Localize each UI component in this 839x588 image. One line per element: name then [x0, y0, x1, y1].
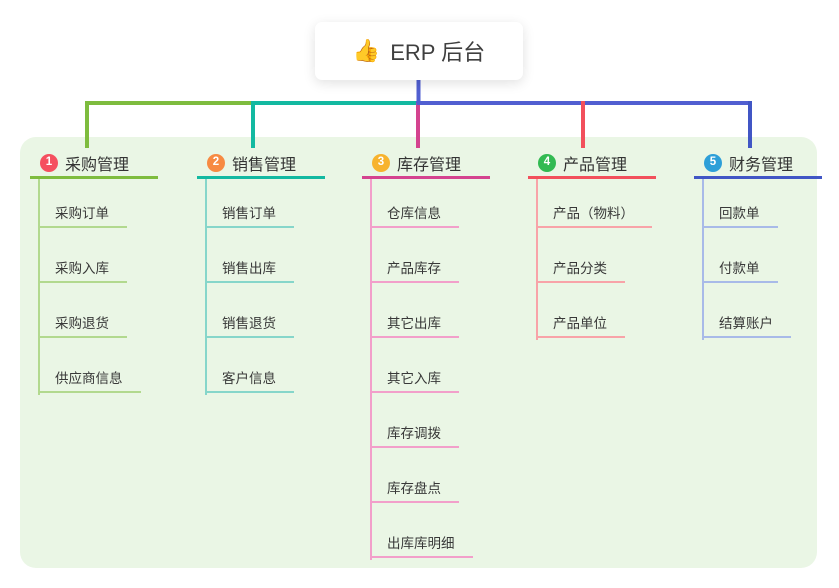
child-node-label: 产品单位 [553, 316, 607, 331]
child-node-label: 产品库存 [387, 261, 441, 276]
branch-trunk-line [536, 179, 538, 340]
child-node-label: 库存盘点 [387, 481, 441, 496]
branch-children-4: 产品（物料） 产品分类产品单位 [536, 173, 652, 338]
child-node[interactable]: 产品（物料） [536, 173, 652, 228]
child-node[interactable]: 仓库信息 [370, 173, 459, 228]
branch-children-1: 采购订单采购入库采购退货供应商信息 [38, 173, 141, 393]
branch-children-5: 回款单付款单结算账户 [702, 173, 791, 338]
child-node[interactable]: 销售出库 [205, 228, 294, 283]
branch-children-3: 仓库信息产品库存其它出库其它入库库存调拨库存盘点出库库明细 [370, 173, 473, 558]
child-node[interactable]: 库存盘点 [370, 448, 459, 503]
branch-trunk-line [205, 179, 207, 395]
thumbs-up-icon: 👍 [352, 38, 381, 63]
child-node[interactable]: 回款单 [702, 173, 778, 228]
child-node-label: 销售订单 [222, 206, 276, 221]
branch-label: 采购管理 [65, 156, 130, 174]
child-node-label: 库存调拨 [387, 426, 441, 441]
branch-node-5[interactable]: 5 财务管理 [694, 149, 822, 179]
child-node-label: 销售退货 [222, 316, 276, 331]
child-node[interactable]: 采购入库 [38, 228, 127, 283]
branch-trunk-line [370, 179, 372, 560]
child-node[interactable]: 采购退货 [38, 283, 127, 338]
child-node[interactable]: 产品单位 [536, 283, 625, 338]
child-node-label: 回款单 [719, 206, 760, 221]
branch-label: 财务管理 [729, 156, 794, 174]
child-node[interactable]: 产品分类 [536, 228, 625, 283]
canvas-panel [20, 137, 817, 568]
child-node-label: 客户信息 [222, 371, 276, 386]
branch-badge-4: 4 [538, 153, 556, 172]
child-node[interactable]: 付款单 [702, 228, 778, 283]
child-node[interactable]: 采购订单 [38, 173, 127, 228]
child-node[interactable]: 出库库明细 [370, 503, 473, 558]
child-node-label: 产品分类 [553, 261, 607, 276]
child-node-label: 采购入库 [55, 261, 109, 276]
child-node-label: 销售出库 [222, 261, 276, 276]
child-node[interactable]: 其它入库 [370, 338, 459, 393]
child-node-label: 其它出库 [387, 316, 441, 331]
child-node[interactable]: 结算账户 [702, 283, 791, 338]
child-node-label: 出库库明细 [387, 536, 455, 551]
child-node[interactable]: 库存调拨 [370, 393, 459, 448]
root-node-label: ERP 后台 [390, 40, 486, 65]
child-node[interactable]: 销售退货 [205, 283, 294, 338]
branch-label: 产品管理 [563, 156, 628, 174]
branch-label: 库存管理 [397, 156, 462, 174]
branch-badge-1: 1 [40, 153, 58, 172]
child-node[interactable]: 产品库存 [370, 228, 459, 283]
branch-node-4[interactable]: 4 产品管理 [528, 149, 656, 179]
child-node-label: 其它入库 [387, 371, 441, 386]
child-node-label: 仓库信息 [387, 206, 441, 221]
child-node-label: 供应商信息 [55, 371, 123, 386]
root-node[interactable]: 👍 ERP 后台 [315, 22, 523, 80]
child-node[interactable]: 其它出库 [370, 283, 459, 338]
child-node-label: 付款单 [719, 261, 760, 276]
branch-label: 销售管理 [232, 156, 297, 174]
child-node-label: 采购订单 [55, 206, 109, 221]
branch-trunk-line [702, 179, 704, 340]
branch-badge-5: 5 [704, 153, 722, 172]
branch-children-2: 销售订单销售出库销售退货客户信息 [205, 173, 294, 393]
child-node-label: 采购退货 [55, 316, 109, 331]
branch-badge-2: 2 [207, 153, 225, 172]
branch-trunk-line [38, 179, 40, 395]
child-node[interactable]: 供应商信息 [38, 338, 141, 393]
branch-node-3[interactable]: 3 库存管理 [362, 149, 490, 179]
child-node[interactable]: 客户信息 [205, 338, 294, 393]
branch-badge-3: 3 [372, 153, 390, 172]
branch-node-2[interactable]: 2 销售管理 [197, 149, 325, 179]
child-node-label: 产品（物料） [553, 206, 634, 221]
child-node[interactable]: 销售订单 [205, 173, 294, 228]
branch-node-1[interactable]: 1 采购管理 [30, 149, 158, 179]
child-node-label: 结算账户 [719, 316, 773, 331]
